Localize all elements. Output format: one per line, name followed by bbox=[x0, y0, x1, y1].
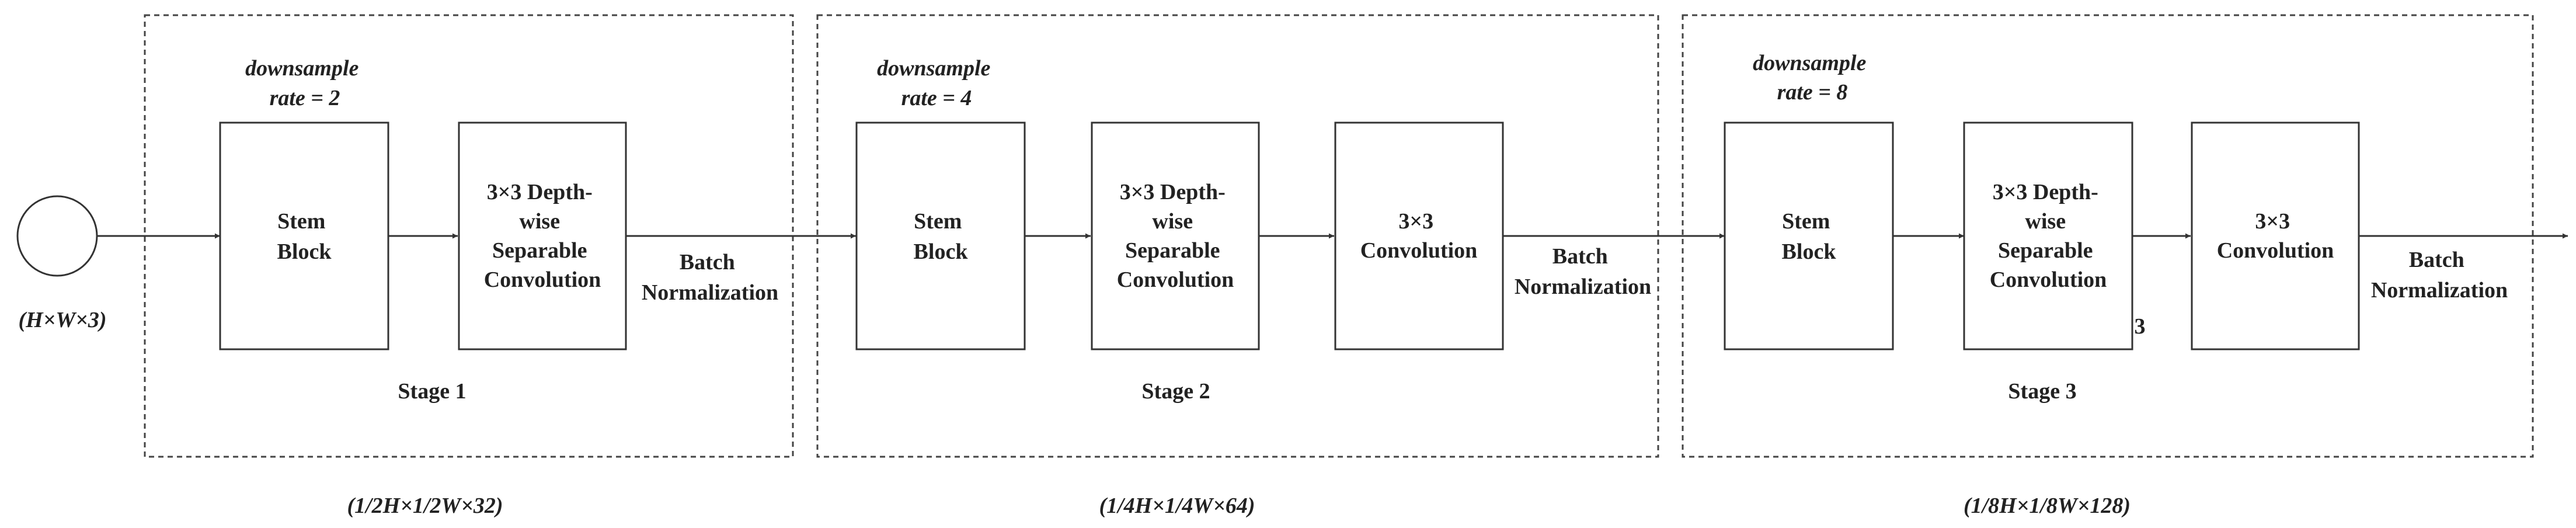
stage-3-title: Stage 3 bbox=[2008, 379, 2076, 404]
stage-3-stray-mark: 3 bbox=[2135, 314, 2146, 339]
stage-2-batch-normalization-label: Batch Normalization bbox=[1515, 244, 1651, 299]
stage-3-depthwise-separable-conv-label: 3×3 Depth- wise Separable Convolution bbox=[1990, 180, 2107, 292]
stage-1-stem-block-label: Stem Block bbox=[277, 209, 332, 264]
stage-1-output-shape: (1/2H×1/2W×32) bbox=[347, 494, 503, 518]
stage-2-downsample-label: downsample rate = 4 bbox=[877, 56, 996, 110]
stage-1-depthwise-separable-conv-block bbox=[458, 121, 627, 350]
stage-2-output-shape: (1/4H×1/4W×64) bbox=[1099, 494, 1255, 518]
input-node bbox=[16, 195, 98, 277]
input-shape-label: (H×W×3) bbox=[19, 308, 107, 332]
stage-1-depthwise-separable-conv-label: 3×3 Depth- wise Separable Convolution bbox=[484, 180, 601, 292]
stage-2-stem-block-label: Stem Block bbox=[914, 209, 969, 264]
stage-2-depthwise-separable-conv-label: 3×3 Depth- wise Separable Convolution bbox=[1117, 180, 1234, 292]
stage-2-conv-block bbox=[1334, 121, 1504, 350]
stage-3-batch-normalization-label: Batch Normalization bbox=[2371, 248, 2508, 303]
stage-2-title: Stage 2 bbox=[1141, 379, 1210, 404]
stage-3: downsample rate = 8 Stem Block 3×3 Depth… bbox=[1724, 51, 2508, 518]
stage-2: downsample rate = 4 Stem Block 3×3 Depth… bbox=[855, 56, 1651, 518]
stage-2-stem-block bbox=[855, 121, 1026, 350]
stage-1-batch-normalization-label: Batch Normalization bbox=[642, 250, 778, 305]
stage-1-title: Stage 1 bbox=[398, 379, 466, 404]
stage-3-output-shape: (1/8H×1/8W×128) bbox=[1964, 494, 2131, 518]
stage-2-frame bbox=[816, 14, 1659, 458]
stage-2-conv-label: 3×3 Convolution bbox=[1360, 209, 1478, 263]
stage-3-frame bbox=[1682, 14, 2534, 458]
stage-2-depthwise-separable-conv-block bbox=[1091, 121, 1260, 350]
stage-3-stem-block bbox=[1724, 121, 1894, 350]
stage-1-stem-block bbox=[219, 121, 389, 350]
stage-3-stem-block-label: Stem Block bbox=[1782, 209, 1837, 264]
stage-3-downsample-label: downsample rate = 8 bbox=[1753, 51, 1872, 105]
stage-1-downsample-label: downsample rate = 2 bbox=[245, 56, 364, 110]
stage-3-conv-block bbox=[2191, 121, 2360, 350]
stage-3-conv-label: 3×3 Convolution bbox=[2217, 209, 2334, 263]
stage-3-depthwise-separable-conv-block bbox=[1963, 121, 2133, 350]
stage-1: downsample rate = 2 Stem Block 3×3 Depth… bbox=[219, 56, 778, 518]
